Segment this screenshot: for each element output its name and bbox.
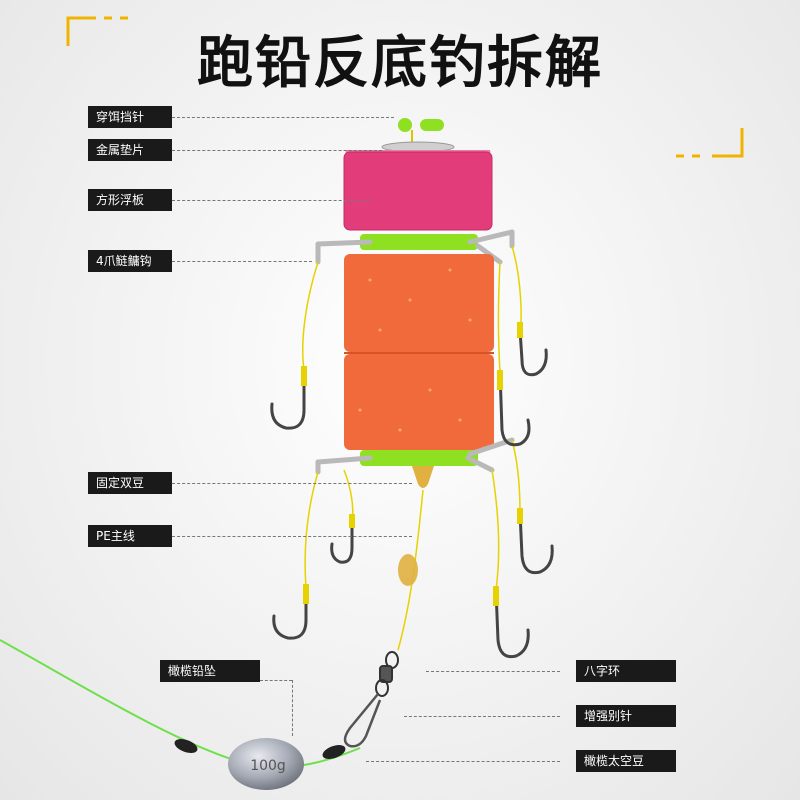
lower-connector [360,450,478,466]
label-olive-lead-sinker: 橄榄铅坠 [160,660,260,682]
label-swivel: 八字环 [576,660,676,682]
leader-reinforced-snap [404,716,560,717]
bait-stop-pin-bar [420,119,444,131]
label-four-claw-hook: 4爪鲢鳙钩 [88,250,172,272]
square-float [344,152,492,230]
leader-metal-washer [172,150,382,151]
reinforced-snap [345,694,380,746]
label-fixed-double-bead: 固定双豆 [88,472,172,494]
leader-olive-lead-sinker-h [260,680,292,681]
leader-pe-main-line [172,536,412,537]
leader-four-claw-hook [172,261,312,262]
leader-bait-stop-pin [172,117,394,118]
leader-square-float [172,200,372,201]
sinker-weight-text: 100g [250,758,286,774]
leader-fixed-double-bead [172,483,412,484]
label-metal-washer: 金属垫片 [88,139,172,161]
bait-block-lower [344,354,494,450]
olive-space-bean-left [173,736,200,755]
label-bait-stop-pin: 穿饵挡针 [88,106,172,128]
bait-block-upper [344,254,494,352]
leader-swivel [426,671,560,672]
fixed-double-bead [412,466,434,488]
olive-space-bean-upper [398,554,418,586]
olive-space-bean-right [321,742,348,761]
upper-connector [360,234,478,250]
swivel [376,652,398,696]
page-title: 跑铅反底钓拆解 [0,18,800,99]
label-square-float: 方形浮板 [88,189,172,211]
corner-accent-bottom-right [676,128,742,156]
label-pe-main-line: PE主线 [88,525,172,547]
label-olive-space-bean: 橄榄太空豆 [576,750,676,772]
label-reinforced-snap: 增强别针 [576,705,676,727]
bait-stop-pin-dot [398,118,412,132]
leader-olive-lead-sinker-v [292,680,293,736]
leader-olive-space-bean [366,761,560,762]
